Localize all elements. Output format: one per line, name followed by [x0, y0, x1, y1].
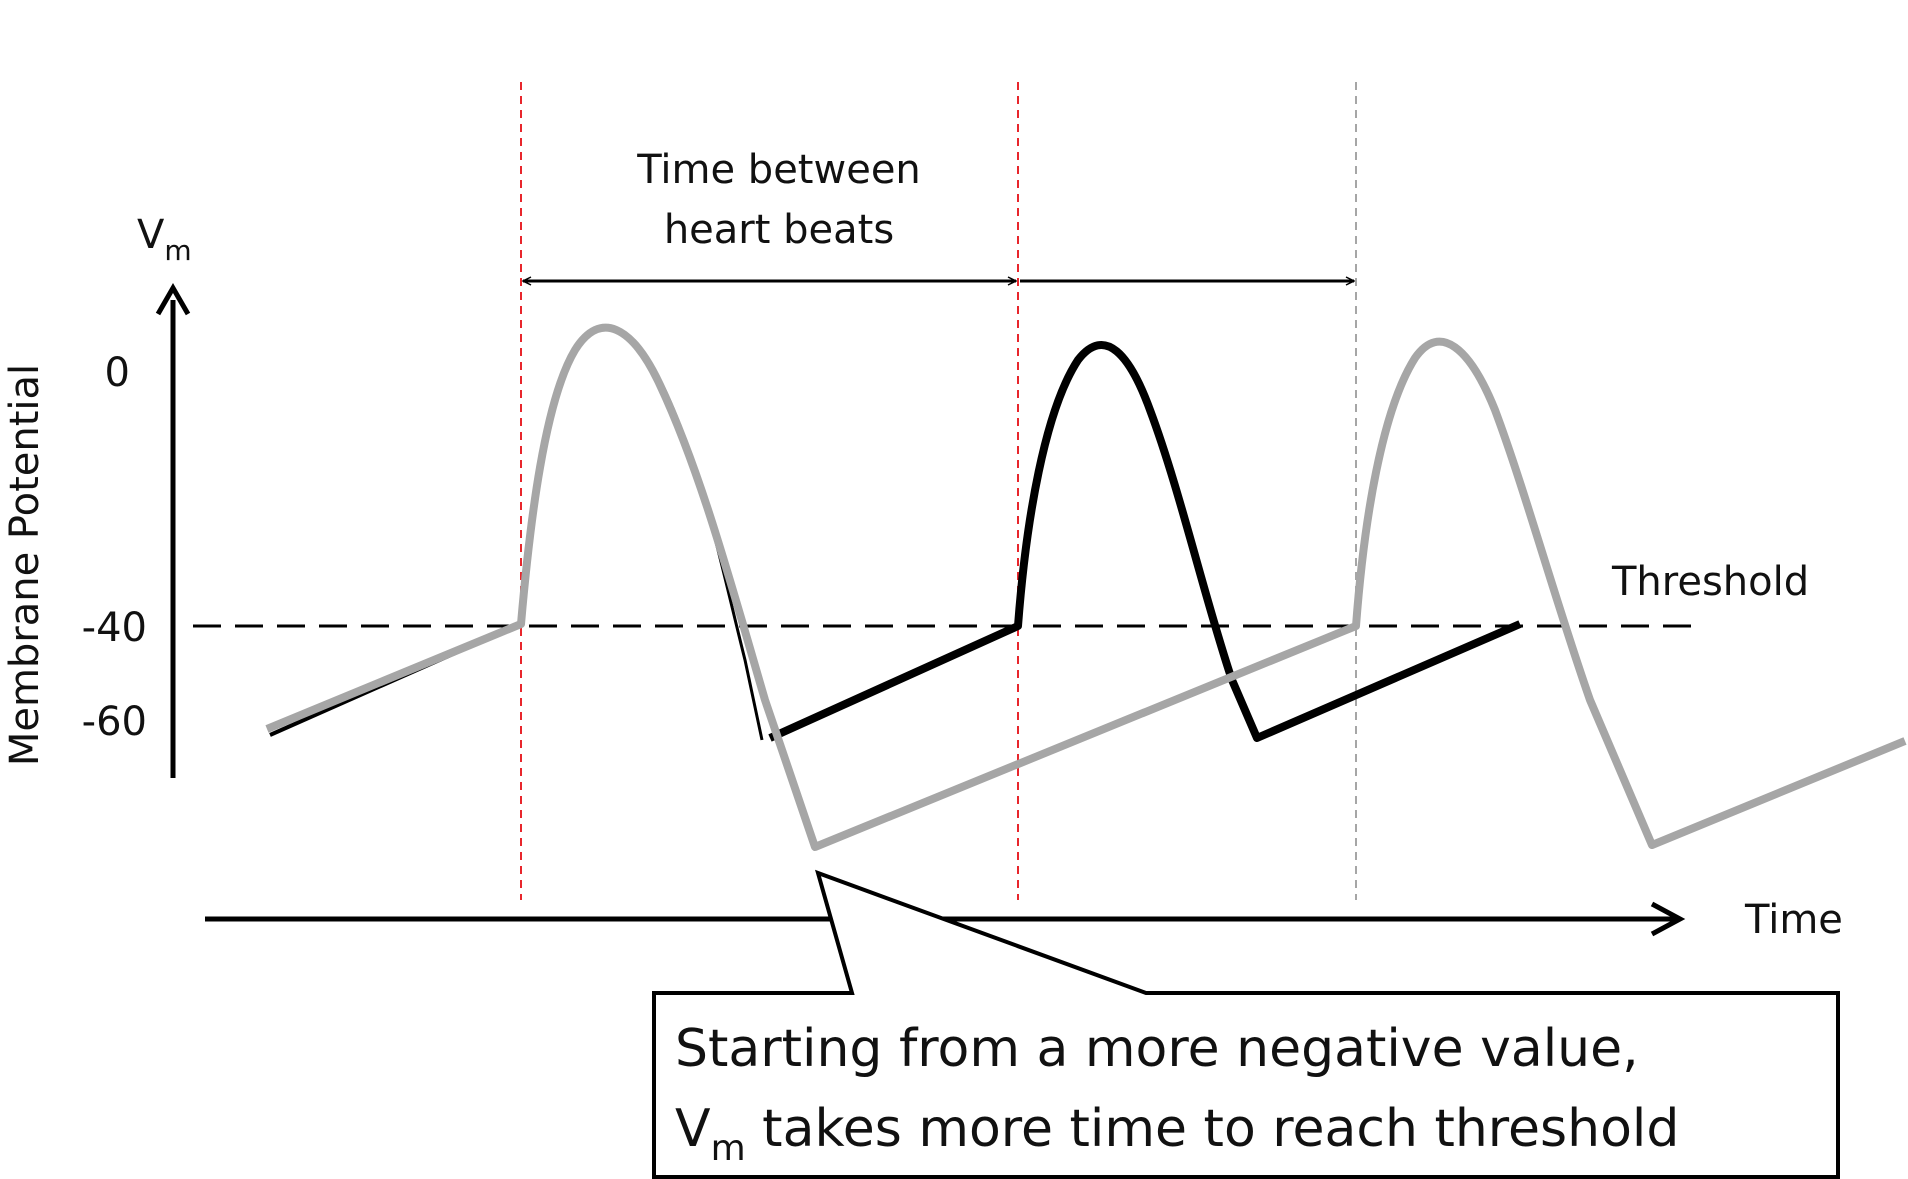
- y-tick-minus-60: -60: [82, 699, 147, 745]
- threshold-label: Threshold: [1611, 559, 1809, 605]
- callout: Starting from a more negative value, Vm …: [652, 869, 1840, 1179]
- callout-line1: Starting from a more negative value,: [675, 1019, 1639, 1079]
- y-axis: [155, 282, 191, 778]
- black-trace-black: [768, 341, 1522, 742]
- y-axis-symbol-sub: m: [164, 234, 191, 267]
- callout-vm-symbol: V: [675, 1099, 711, 1159]
- callout-vm-subscript: m: [711, 1128, 746, 1169]
- interval-label-line2: heart beats: [664, 207, 894, 253]
- y-axis-symbol-v: V: [137, 212, 165, 258]
- y-axis-symbol: Vm: [137, 212, 192, 267]
- x-axis-title: Time: [1744, 897, 1843, 943]
- callout-box: [652, 869, 1840, 1179]
- callout-line2-rest: takes more time to reach threshold: [746, 1099, 1680, 1159]
- y-tick-0: 0: [105, 350, 130, 396]
- interval-label-line1: Time between: [636, 147, 921, 193]
- gray-trace: [265, 323, 1907, 851]
- y-tick-minus-40: -40: [82, 605, 147, 651]
- y-axis-title: Membrane Potential: [2, 364, 48, 766]
- callout-line2: Vm takes more time to reach threshold: [675, 1099, 1679, 1169]
